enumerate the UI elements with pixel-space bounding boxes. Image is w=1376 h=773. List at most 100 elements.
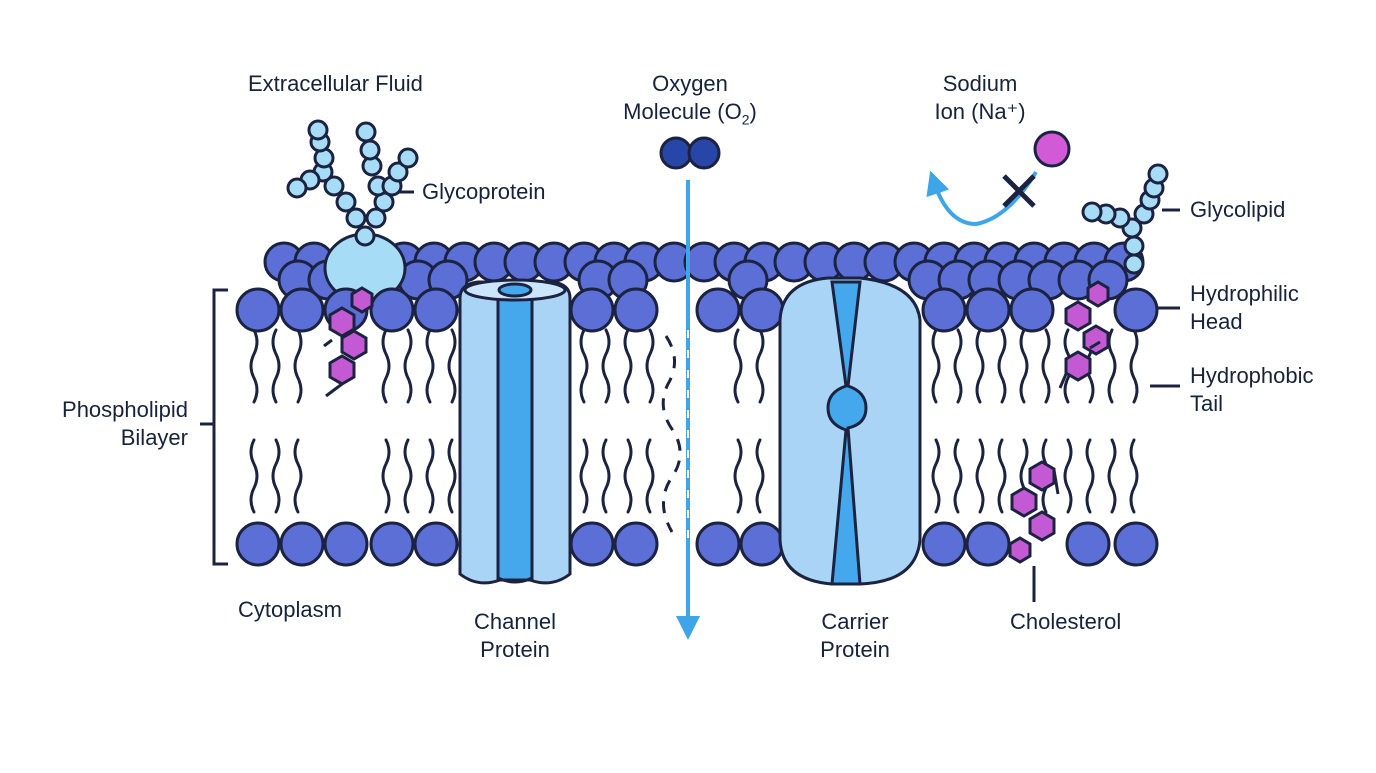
- tail-upper: [601, 328, 611, 404]
- tail-upper: [733, 328, 743, 404]
- phospholipid-head: [613, 521, 659, 567]
- tail-lower: [447, 438, 457, 514]
- tail-lower: [997, 438, 1007, 514]
- phospholipid-head: [235, 287, 281, 333]
- tail-upper: [953, 328, 963, 404]
- sugar-unit: [359, 139, 381, 161]
- hydrophobic-tail-label: Hydrophobic Tail: [1190, 363, 1314, 416]
- phospholipid-head: [569, 287, 615, 333]
- tail-lower: [755, 438, 765, 514]
- glycoprotein-label: Glycoprotein: [422, 179, 546, 204]
- sugar-unit: [1123, 235, 1145, 257]
- tail-lower: [1063, 438, 1073, 514]
- carrier-protein-label: Carrier Protein: [820, 609, 890, 662]
- oxygen-diffusion: [659, 136, 721, 640]
- channel-protein: [458, 278, 572, 585]
- tail-upper: [1041, 328, 1051, 404]
- tail-lower: [1085, 438, 1095, 514]
- tail-lower: [931, 438, 941, 514]
- tail-lower: [1129, 438, 1139, 514]
- sugar-unit: [354, 225, 376, 247]
- carrier-protein: [778, 276, 922, 586]
- tail-lower: [271, 438, 281, 514]
- sugar-unit: [1081, 201, 1103, 223]
- phospholipid-head: [1009, 287, 1055, 333]
- tail-upper: [645, 328, 655, 404]
- phospholipid-head: [613, 287, 659, 333]
- phospholipid-head: [369, 287, 415, 333]
- cytoplasm-label: Cytoplasm: [238, 597, 342, 622]
- phospholipid-head: [1113, 287, 1159, 333]
- label-leader-lines: [398, 190, 1180, 388]
- phospholipid-head: [921, 287, 967, 333]
- tail-lower: [645, 438, 655, 514]
- inner-heads-row: [235, 521, 1159, 567]
- sugar-unit: [1147, 163, 1169, 185]
- phospholipid-head: [279, 521, 325, 567]
- tail-upper: [623, 328, 633, 404]
- sodium-ion-blocked: [926, 130, 1071, 227]
- sugar-unit: [1123, 253, 1145, 275]
- sugar-unit: [387, 161, 409, 183]
- phospholipid-head: [369, 521, 415, 567]
- oxygen-atom-right: [687, 136, 721, 170]
- sugar-unit: [286, 177, 308, 199]
- tail-lower: [249, 438, 259, 514]
- tail-upper: [1107, 328, 1117, 404]
- tail-upper: [975, 328, 985, 404]
- glycolipid-sugar-chain: [1081, 163, 1169, 275]
- sugar-unit: [307, 119, 329, 141]
- tail-lower: [953, 438, 963, 514]
- tail-upper: [447, 328, 457, 404]
- tail-lower: [1107, 438, 1117, 514]
- tail-upper: [425, 328, 435, 404]
- glycolipid-label: Glycolipid: [1190, 197, 1286, 222]
- channel-protein-label: Channel Protein: [474, 609, 556, 662]
- tail-upper: [997, 328, 1007, 404]
- phospholipid-head: [739, 287, 785, 333]
- tail-lower: [579, 438, 589, 514]
- phospholipid-head: [569, 521, 615, 567]
- tail-lower: [975, 438, 985, 514]
- tail-upper: [271, 328, 281, 404]
- hydrophilic-head-label: Hydrophilic Head: [1190, 281, 1299, 334]
- phospholipid-head: [965, 287, 1011, 333]
- sodium-label: Sodium Ion (Na⁺): [934, 71, 1026, 124]
- tail-lower: [403, 438, 413, 514]
- phospholipid-head: [235, 521, 281, 567]
- tail-lower: [293, 438, 303, 514]
- tail-lower: [381, 438, 391, 514]
- glycoprotein: [286, 119, 419, 304]
- cholesterol-molecules: [323, 280, 1110, 602]
- phospholipid-head: [739, 521, 785, 567]
- oxygen-label: Oxygen Molecule (O2): [623, 71, 757, 128]
- tail-lower: [425, 438, 435, 514]
- extracellular-fluid-label: Extracellular Fluid: [248, 71, 423, 96]
- sugar-unit: [335, 191, 357, 213]
- phospholipid-head: [1065, 521, 1111, 567]
- tail-upper: [249, 328, 259, 404]
- sugar-unit: [323, 175, 345, 197]
- cholesterol-right-top: [1058, 280, 1110, 389]
- tail-upper: [293, 328, 303, 404]
- phospholipid-head: [1113, 521, 1159, 567]
- phospholipid-head: [413, 521, 459, 567]
- cholesterol-left: [323, 286, 374, 398]
- cholesterol-label: Cholesterol: [1010, 609, 1122, 634]
- sugar-unit: [365, 207, 387, 229]
- cholesterol-right-bottom: [1008, 460, 1060, 602]
- tail-lower: [733, 438, 743, 514]
- tail-upper: [755, 328, 765, 404]
- bilayer-bracket: [200, 288, 228, 566]
- phospholipid-head: [695, 287, 741, 333]
- tail-upper: [381, 328, 391, 404]
- phospholipid-head: [695, 521, 741, 567]
- phospholipid-head: [279, 287, 325, 333]
- tail-lower: [601, 438, 611, 514]
- phospholipid-head: [413, 287, 459, 333]
- oxygen-atom-left: [659, 136, 693, 170]
- outer-heads-front-row: [235, 287, 1159, 333]
- tail-upper: [931, 328, 941, 404]
